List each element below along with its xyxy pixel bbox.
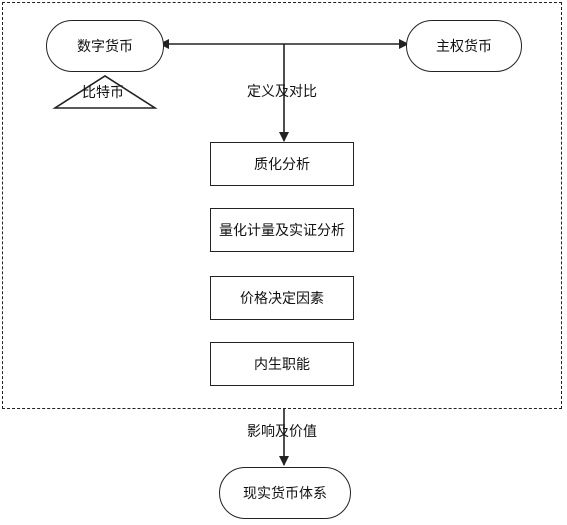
- box-price-factors: 价格决定因素: [210, 276, 354, 320]
- box-qualitative-label: 质化分析: [254, 157, 310, 173]
- box-intrinsic-label: 内生职能: [254, 357, 310, 373]
- node-sovereign-currency: 主权货币: [406, 20, 522, 72]
- node-digital-currency-label: 数字货币: [77, 39, 133, 55]
- node-bitcoin-label: 比特币: [82, 85, 124, 101]
- node-digital-currency: 数字货币: [46, 20, 164, 72]
- node-sovereign-currency-label: 主权货币: [436, 39, 492, 55]
- box-intrinsic: 内生职能: [210, 342, 354, 386]
- node-real-system-label: 现实货币体系: [243, 486, 327, 502]
- box-qualitative: 质化分析: [210, 142, 354, 186]
- dashed-boundary: [2, 2, 562, 409]
- bitcoin-triangle: [52, 75, 158, 109]
- impact-value-label: 影响及价值: [247, 424, 317, 440]
- node-real-system: 现实货币体系: [219, 467, 351, 519]
- box-quantitative: 量化计量及实证分析: [210, 208, 354, 252]
- box-price-factors-label: 价格决定因素: [240, 291, 324, 307]
- box-quantitative-label: 量化计量及实证分析: [219, 223, 345, 239]
- definition-compare-label: 定义及对比: [247, 84, 317, 100]
